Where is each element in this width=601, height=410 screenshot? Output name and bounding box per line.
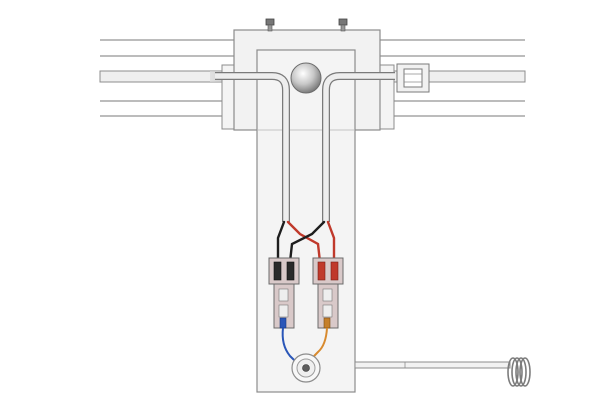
mounting-screw-icon xyxy=(265,18,275,32)
probe-tube xyxy=(354,361,511,369)
wire-bundle xyxy=(276,220,336,264)
cable-clip-icon xyxy=(396,63,430,93)
terminal-grommet-icon xyxy=(291,353,321,383)
housing-body xyxy=(256,49,356,393)
wire-black-right xyxy=(288,220,326,264)
rail-right xyxy=(380,39,525,117)
wire-red-left xyxy=(286,220,322,264)
mounting-screw-icon xyxy=(338,18,348,32)
rail-left xyxy=(100,39,235,117)
connector-right xyxy=(312,257,344,329)
spring-coil-icon xyxy=(507,357,531,387)
wire-red-right xyxy=(326,220,336,264)
sensor-ball-icon xyxy=(290,62,322,94)
wire-black-left xyxy=(276,220,286,264)
connector-left xyxy=(268,257,300,329)
